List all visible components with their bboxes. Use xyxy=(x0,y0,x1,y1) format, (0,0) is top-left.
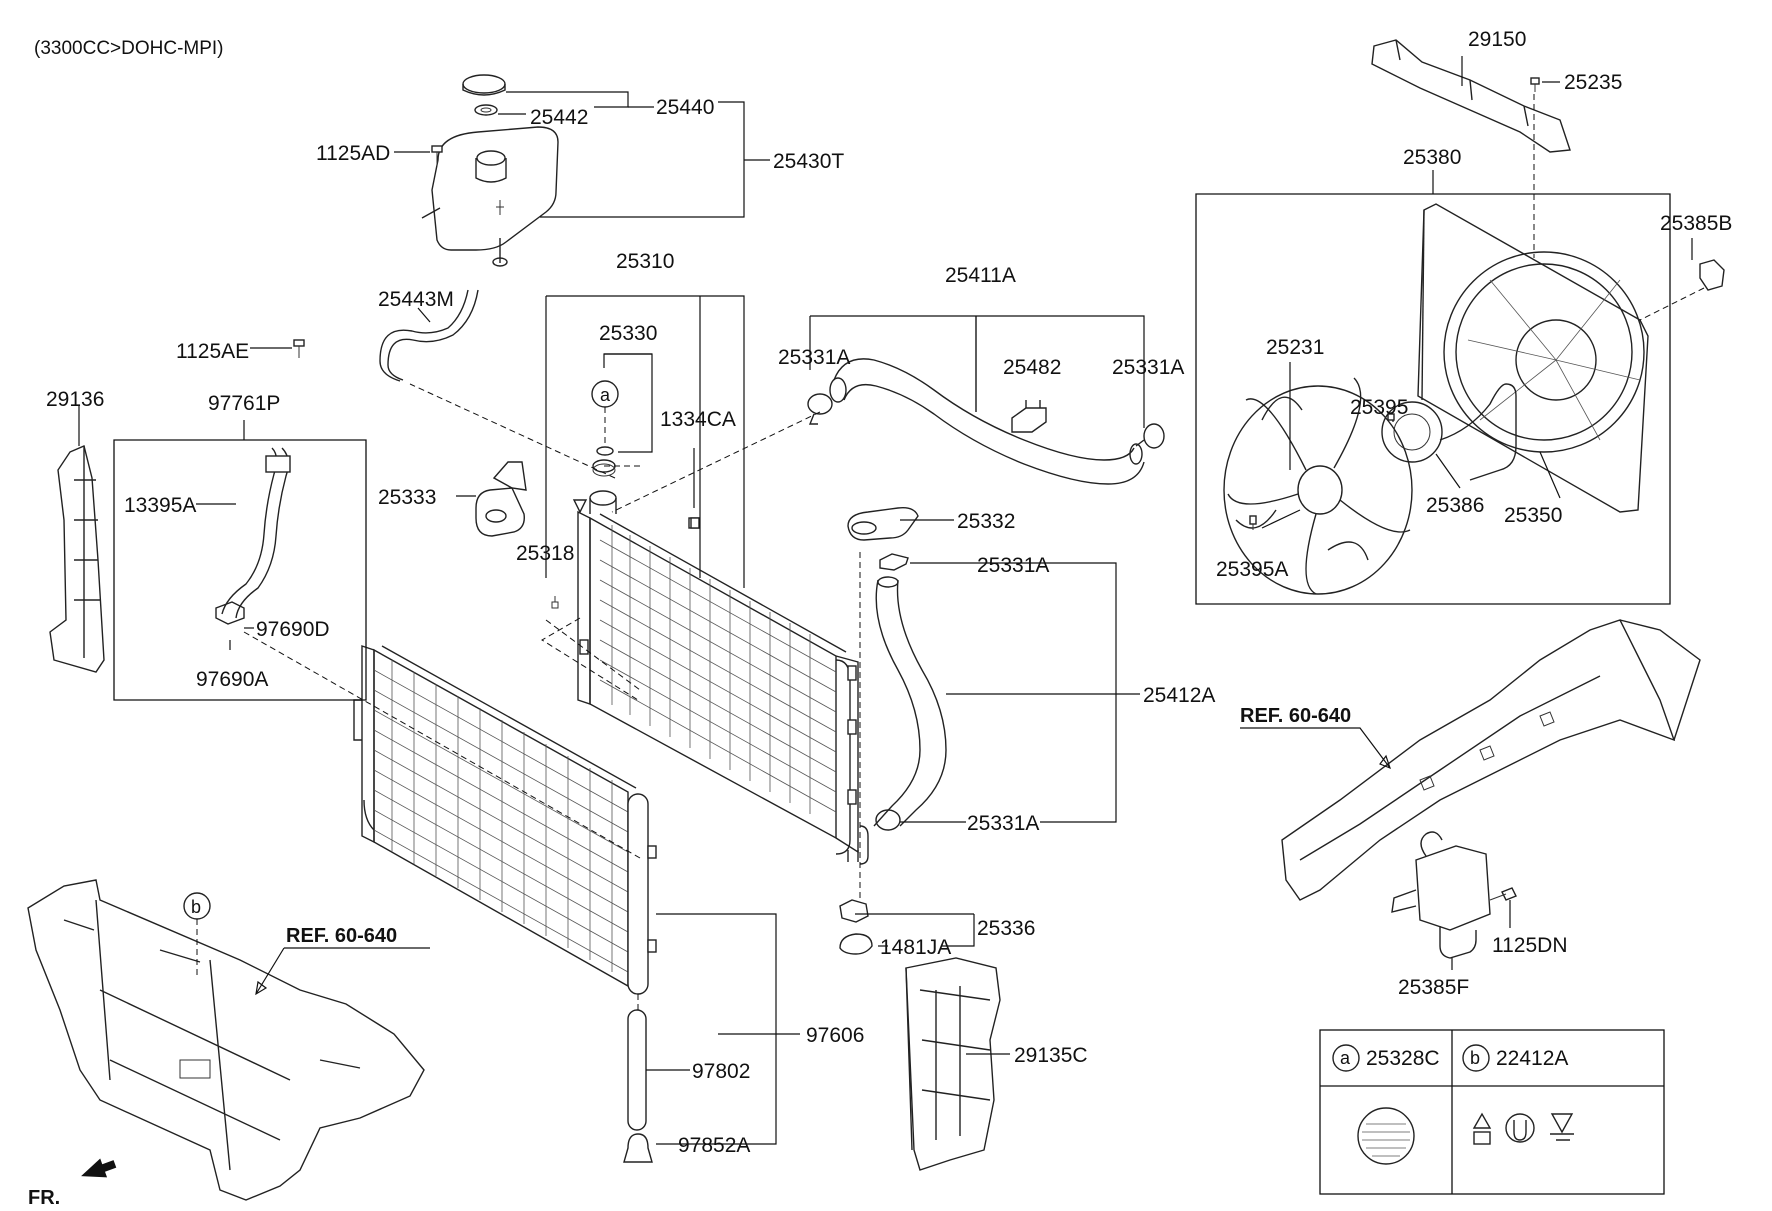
label-25380: 25380 xyxy=(1403,146,1461,169)
label-29135C: 29135C xyxy=(1014,1044,1088,1067)
label-1125DN: 1125DN xyxy=(1492,934,1568,957)
label-25331A-3: 25331A xyxy=(977,554,1049,577)
warning-label-icon xyxy=(1357,1107,1415,1165)
label-1481JA: 1481JA xyxy=(880,936,951,959)
label-29136: 29136 xyxy=(46,388,104,411)
label-25310: 25310 xyxy=(616,250,674,273)
drain-plug-25336 xyxy=(839,899,873,955)
bracket-25333 xyxy=(475,461,527,537)
front-end-carrier xyxy=(27,879,425,1201)
clamp-25331A-4 xyxy=(875,809,901,831)
clamp-25331A-1 xyxy=(807,393,833,425)
label-25336: 25336 xyxy=(977,917,1035,940)
label-25318: 25318 xyxy=(516,542,574,565)
label-25385F: 25385F xyxy=(1398,976,1469,999)
label-1334CA: 1334CA xyxy=(660,408,736,431)
label-97690A: 97690A xyxy=(196,668,268,691)
screw-25395A xyxy=(1249,515,1257,530)
front-label: FR. xyxy=(28,1187,60,1209)
label-25331A-1: 25331A xyxy=(778,346,850,369)
callout-a: a xyxy=(591,380,619,456)
label-29150: 29150 xyxy=(1468,28,1526,51)
engine-spec: (3300CC>DOHC-MPI) xyxy=(34,38,224,59)
caution-label-icon xyxy=(1472,1112,1574,1145)
air-guard-29136 xyxy=(49,445,105,673)
label-25350: 25350 xyxy=(1504,504,1562,527)
svg-text:a: a xyxy=(600,385,611,405)
sensor-25385F xyxy=(1391,831,1491,959)
bracket-25482 xyxy=(1011,400,1047,433)
cap-25330 xyxy=(592,459,616,477)
label-25430T: 25430T xyxy=(773,150,844,173)
label-25386: 25386 xyxy=(1426,494,1484,517)
label-25395: 25395 xyxy=(1350,396,1408,419)
bolt-1125AD xyxy=(431,145,443,166)
label-13395A: 13395A xyxy=(124,494,196,517)
body-side-member xyxy=(1281,619,1701,901)
label-25231: 25231 xyxy=(1266,336,1324,359)
svg-text:b: b xyxy=(191,897,201,917)
label-25235: 25235 xyxy=(1564,71,1622,94)
screw-25395 xyxy=(1387,413,1395,421)
air-guard-29135C xyxy=(905,957,1001,1171)
svg-text:a: a xyxy=(1340,1048,1351,1068)
overflow-hose xyxy=(379,289,479,382)
grommet-1334CA xyxy=(690,517,700,529)
screw-25235 xyxy=(1530,77,1540,92)
label-97852A: 97852A xyxy=(678,1134,750,1157)
condenser xyxy=(353,645,657,995)
legend-a: a 25328C xyxy=(1332,1044,1440,1165)
ref-60-640-upper: REF. 60-640 xyxy=(1240,705,1351,727)
ref-60-640-lower: REF. 60-640 xyxy=(286,925,397,947)
label-25333: 25333 xyxy=(378,486,436,509)
label-25331A-4: 25331A xyxy=(967,812,1039,835)
legend-table xyxy=(1319,1029,1665,1195)
label-25385B: 25385B xyxy=(1660,212,1732,235)
label-25395A: 25395A xyxy=(1216,558,1288,581)
svg-text:b: b xyxy=(1470,1048,1480,1068)
label-25443M: 25443M xyxy=(378,288,454,311)
lower-hose-25412A xyxy=(873,576,947,827)
ac-line-97761P xyxy=(215,447,291,625)
radiator xyxy=(572,490,869,865)
callout-b: b xyxy=(183,892,211,978)
fan-shroud-25350 xyxy=(1417,203,1649,513)
label-25412A: 25412A xyxy=(1143,684,1215,707)
label-25411A: 25411A xyxy=(945,264,1016,287)
connector-25385B xyxy=(1699,259,1725,291)
label-25440: 25440 xyxy=(656,96,714,119)
clamp-25331A-3 xyxy=(879,553,909,571)
bolt-1125DN xyxy=(1489,887,1517,901)
bracket-25332 xyxy=(847,506,919,541)
label-25442: 25442 xyxy=(530,106,588,129)
bolt-25318 xyxy=(551,596,559,609)
clamp-25331A-2 xyxy=(1135,423,1165,449)
reservoir-tank xyxy=(421,74,559,267)
label-25482: 25482 xyxy=(1003,356,1061,379)
upper-bracket-29150 xyxy=(1371,39,1571,153)
fan-blade-25231 xyxy=(1223,377,1413,595)
label-25331A-2: 25331A xyxy=(1112,356,1184,379)
front-direction-arrow xyxy=(81,1158,117,1178)
label-25330: 25330 xyxy=(599,322,657,345)
label-97761P: 97761P xyxy=(208,392,280,415)
label-25332: 25332 xyxy=(957,510,1015,533)
legend-b: b 22412A xyxy=(1462,1044,1574,1145)
fan-motor-25386 xyxy=(1381,383,1517,481)
label-1125AD: 1125AD xyxy=(316,142,390,165)
bolt-1125AE xyxy=(293,339,305,358)
label-97802: 97802 xyxy=(692,1060,750,1083)
label-97690D: 97690D xyxy=(256,618,330,641)
upper-hose-25411A xyxy=(829,358,1145,485)
plug-97852A xyxy=(623,1133,653,1163)
legend-b-part: 22412A xyxy=(1496,1047,1568,1070)
legend-a-part: 25328C xyxy=(1366,1047,1440,1070)
label-97606: 97606 xyxy=(806,1024,864,1047)
receiver-drier-97802 xyxy=(627,1009,647,1131)
label-1125AE: 1125AE xyxy=(176,340,249,363)
